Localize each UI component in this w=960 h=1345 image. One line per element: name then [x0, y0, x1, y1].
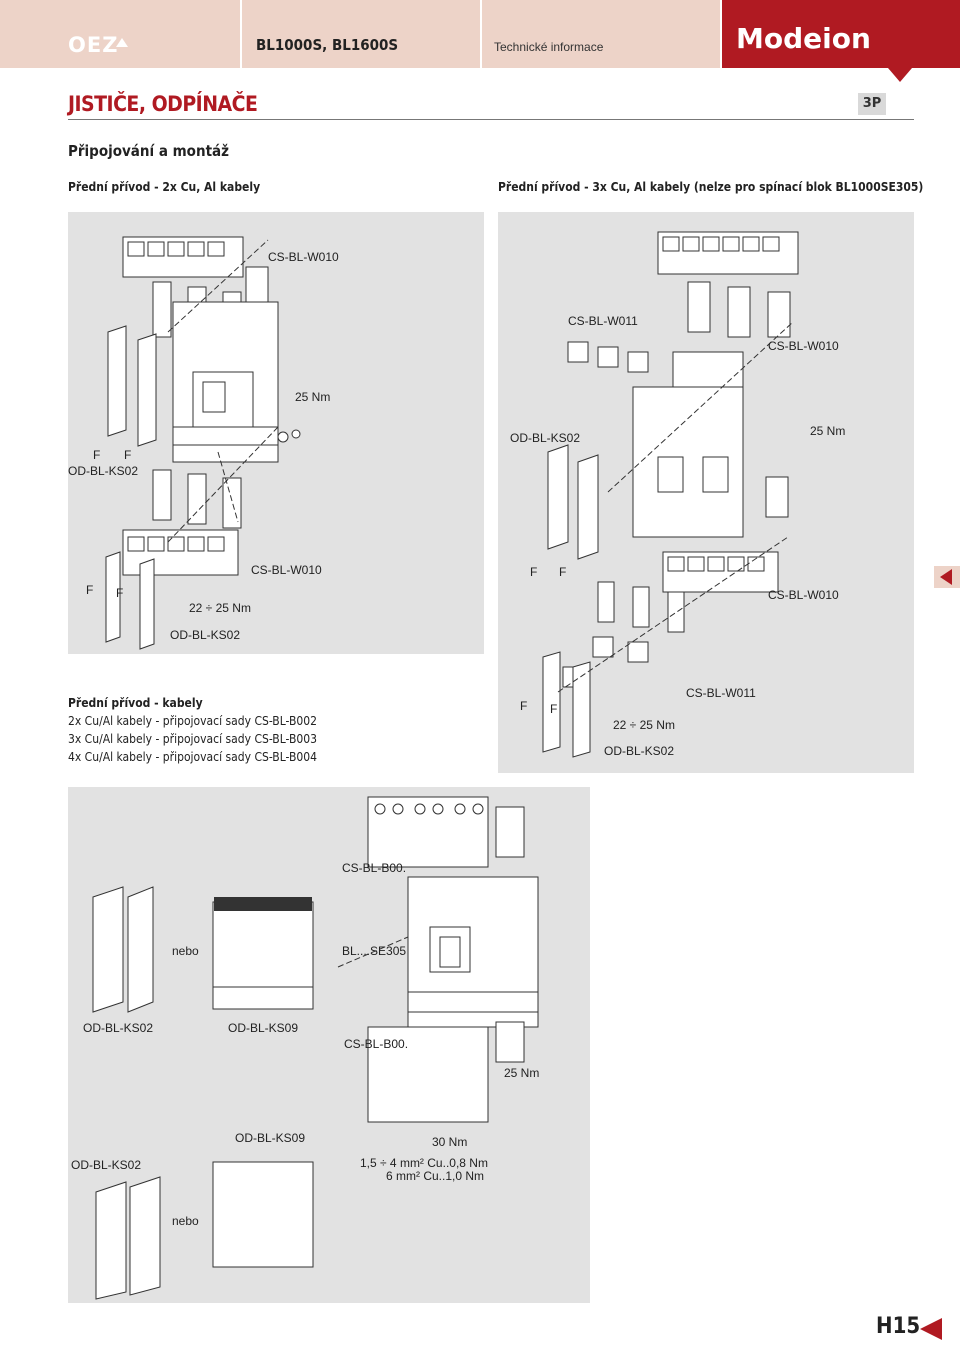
label-cs-bl-w010-top: CS-BL-W010 [268, 250, 339, 264]
label-cs-bl-w010: CS-BL-W010 [768, 339, 839, 353]
label-bl-se305: BL....SE305 [342, 944, 407, 958]
label-cs-bl-w010-bottom: CS-BL-W010 [768, 588, 839, 602]
header-model: BL1000S, BL1600S [256, 36, 399, 54]
subtitle-left: Přední přívod - 2x Cu, Al kabely [68, 180, 261, 194]
label-torque: 25 Nm [810, 424, 846, 438]
label-f4: F [116, 586, 124, 600]
label-f1: F [530, 565, 538, 579]
logo-triangle-icon [116, 38, 128, 47]
header-info-cell [482, 0, 720, 68]
cable-heading: Přední přívod - kabely [68, 696, 203, 710]
label-nebo-1: nebo [172, 944, 199, 958]
label-f3: F [520, 699, 528, 713]
diagram-panel-2x: CS-BL-W010 25 Nm F F OD-BL-KS02 CS-BL-W0… [68, 212, 484, 654]
label-wire-size-1: 1,5 ÷ 4 mm² Cu..0,8 Nm [360, 1156, 488, 1170]
label-f2: F [124, 448, 132, 462]
assembly-drawing-2x [105, 236, 301, 650]
label-torque: 25 Nm [295, 390, 331, 404]
header-brand-cell [722, 0, 960, 68]
label-f2: F [559, 565, 567, 579]
label-cs-bl-w011: CS-BL-W011 [568, 314, 638, 328]
side-tab[interactable] [934, 566, 960, 588]
assembly-drawing-cables [92, 796, 539, 1300]
cable-line-1: 2x Cu/Al kabely - připojovací sady CS-BL… [68, 714, 317, 728]
label-torque-range: 22 ÷ 25 Nm [613, 718, 675, 732]
label-od-bl-ks02-bottom: OD-BL-KS02 [170, 628, 241, 642]
label-cs-bl-w010-bottom: CS-BL-W010 [251, 563, 322, 577]
arrow-left-icon [940, 569, 952, 585]
label-wire-size-2: 6 mm² Cu..1,0 Nm [386, 1169, 485, 1183]
cable-connection-info: Přední přívod - kabely 2x Cu/Al kabely -… [68, 694, 317, 766]
header-logo-cell [0, 0, 240, 68]
label-od-bl-ks09-bottom: OD-BL-KS09 [235, 1131, 306, 1145]
pole-badge: 3P [858, 93, 886, 115]
header-info: Technické informace [494, 40, 604, 54]
page-arrow-icon [920, 1318, 942, 1340]
label-od-bl-ks02-bottom: OD-BL-KS02 [604, 744, 675, 758]
title-divider [68, 119, 914, 120]
label-nebo-2: nebo [172, 1214, 199, 1228]
header-brand: Modeion [736, 22, 871, 55]
label-torque-range: 22 ÷ 25 Nm [189, 601, 251, 615]
label-od-bl-ks02-top: OD-BL-KS02 [510, 431, 581, 445]
subtitle-right: Přední přívod - 3x Cu, Al kabely (nelze … [498, 180, 924, 194]
label-od-bl-ks02-bottom: OD-BL-KS02 [71, 1158, 142, 1172]
page-title: JISTIČE, ODPÍNAČE [68, 92, 258, 116]
cable-line-3: 4x Cu/Al kabely - připojovací sady CS-BL… [68, 750, 317, 764]
label-od-bl-ks09: OD-BL-KS09 [228, 1021, 299, 1035]
label-torque-30: 30 Nm [432, 1135, 468, 1149]
label-f3: F [86, 583, 94, 597]
header-model-cell [242, 0, 480, 68]
label-f4: F [550, 702, 558, 716]
label-f1: F [93, 448, 101, 462]
cable-line-2: 3x Cu/Al kabely - připojovací sady CS-BL… [68, 732, 317, 746]
page-header: OEZ BL1000S, BL1600S Technické informace… [0, 0, 960, 82]
section-heading: Připojování a montáž [68, 142, 229, 160]
diagram-panel-cables: CS-BL-B00. nebo BL....SE305 OD-BL-KS02 O… [68, 787, 590, 1303]
label-cs-bl-w011-bottom: CS-BL-W011 [686, 686, 756, 700]
diagram-panel-3x: CS-BL-W011 CS-BL-W010 OD-BL-KS02 25 Nm F… [498, 212, 914, 773]
label-cs-bl-b00-mid: CS-BL-B00. [344, 1037, 409, 1051]
label-torque-25: 25 Nm [504, 1066, 540, 1080]
page-number: H15 [876, 1314, 921, 1339]
label-cs-bl-b00-top: CS-BL-B00. [342, 861, 407, 875]
assembly-drawing-3x [542, 231, 799, 758]
label-od-bl-ks02: OD-BL-KS02 [83, 1021, 154, 1035]
header-notch [888, 68, 912, 82]
label-od-bl-ks02-left: OD-BL-KS02 [68, 464, 139, 478]
oez-logo: OEZ [68, 33, 119, 57]
